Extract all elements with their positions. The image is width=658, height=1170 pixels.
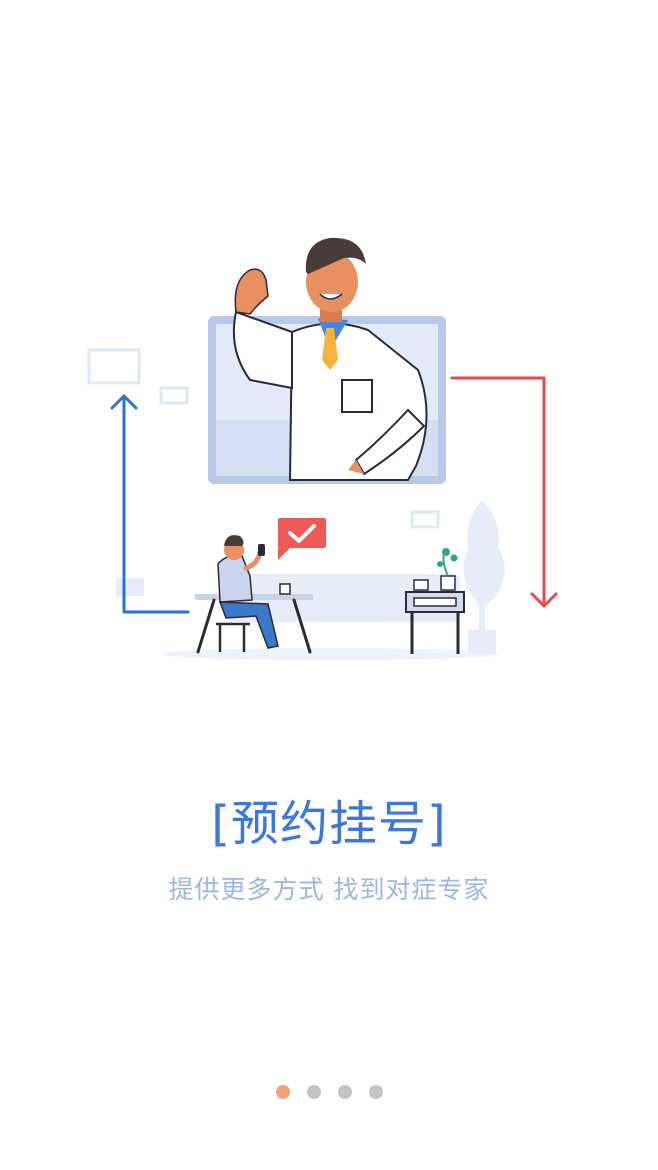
page-subtitle: 提供更多方式 找到对症专家 [168,875,490,904]
pagination-dot-2[interactable] [306,1085,321,1099]
doctor-consultation-illustration [87,237,558,660]
nightstand [405,579,465,654]
patient-figure [217,535,279,649]
check-bubble-icon [278,518,326,560]
decor-rect [116,578,144,596]
floor-shadow [160,648,500,660]
pagination-dot-1[interactable] [275,1085,290,1099]
decor-rect [87,348,141,385]
plant-icon [437,548,458,591]
pagination-dot-3[interactable] [337,1085,352,1099]
pagination-dot-4[interactable] [368,1085,383,1099]
tree-icon [463,500,505,654]
pagination-dots [0,1085,658,1101]
table [195,594,313,654]
decor-rect [159,386,189,405]
page-title: [预约挂号] [211,796,447,852]
decor-rect [410,510,440,529]
red-arrow-icon [450,376,558,608]
blue-arrow-icon [110,394,190,614]
cup-icon [279,583,291,595]
chair [216,622,250,652]
doctor-figure [232,237,428,481]
